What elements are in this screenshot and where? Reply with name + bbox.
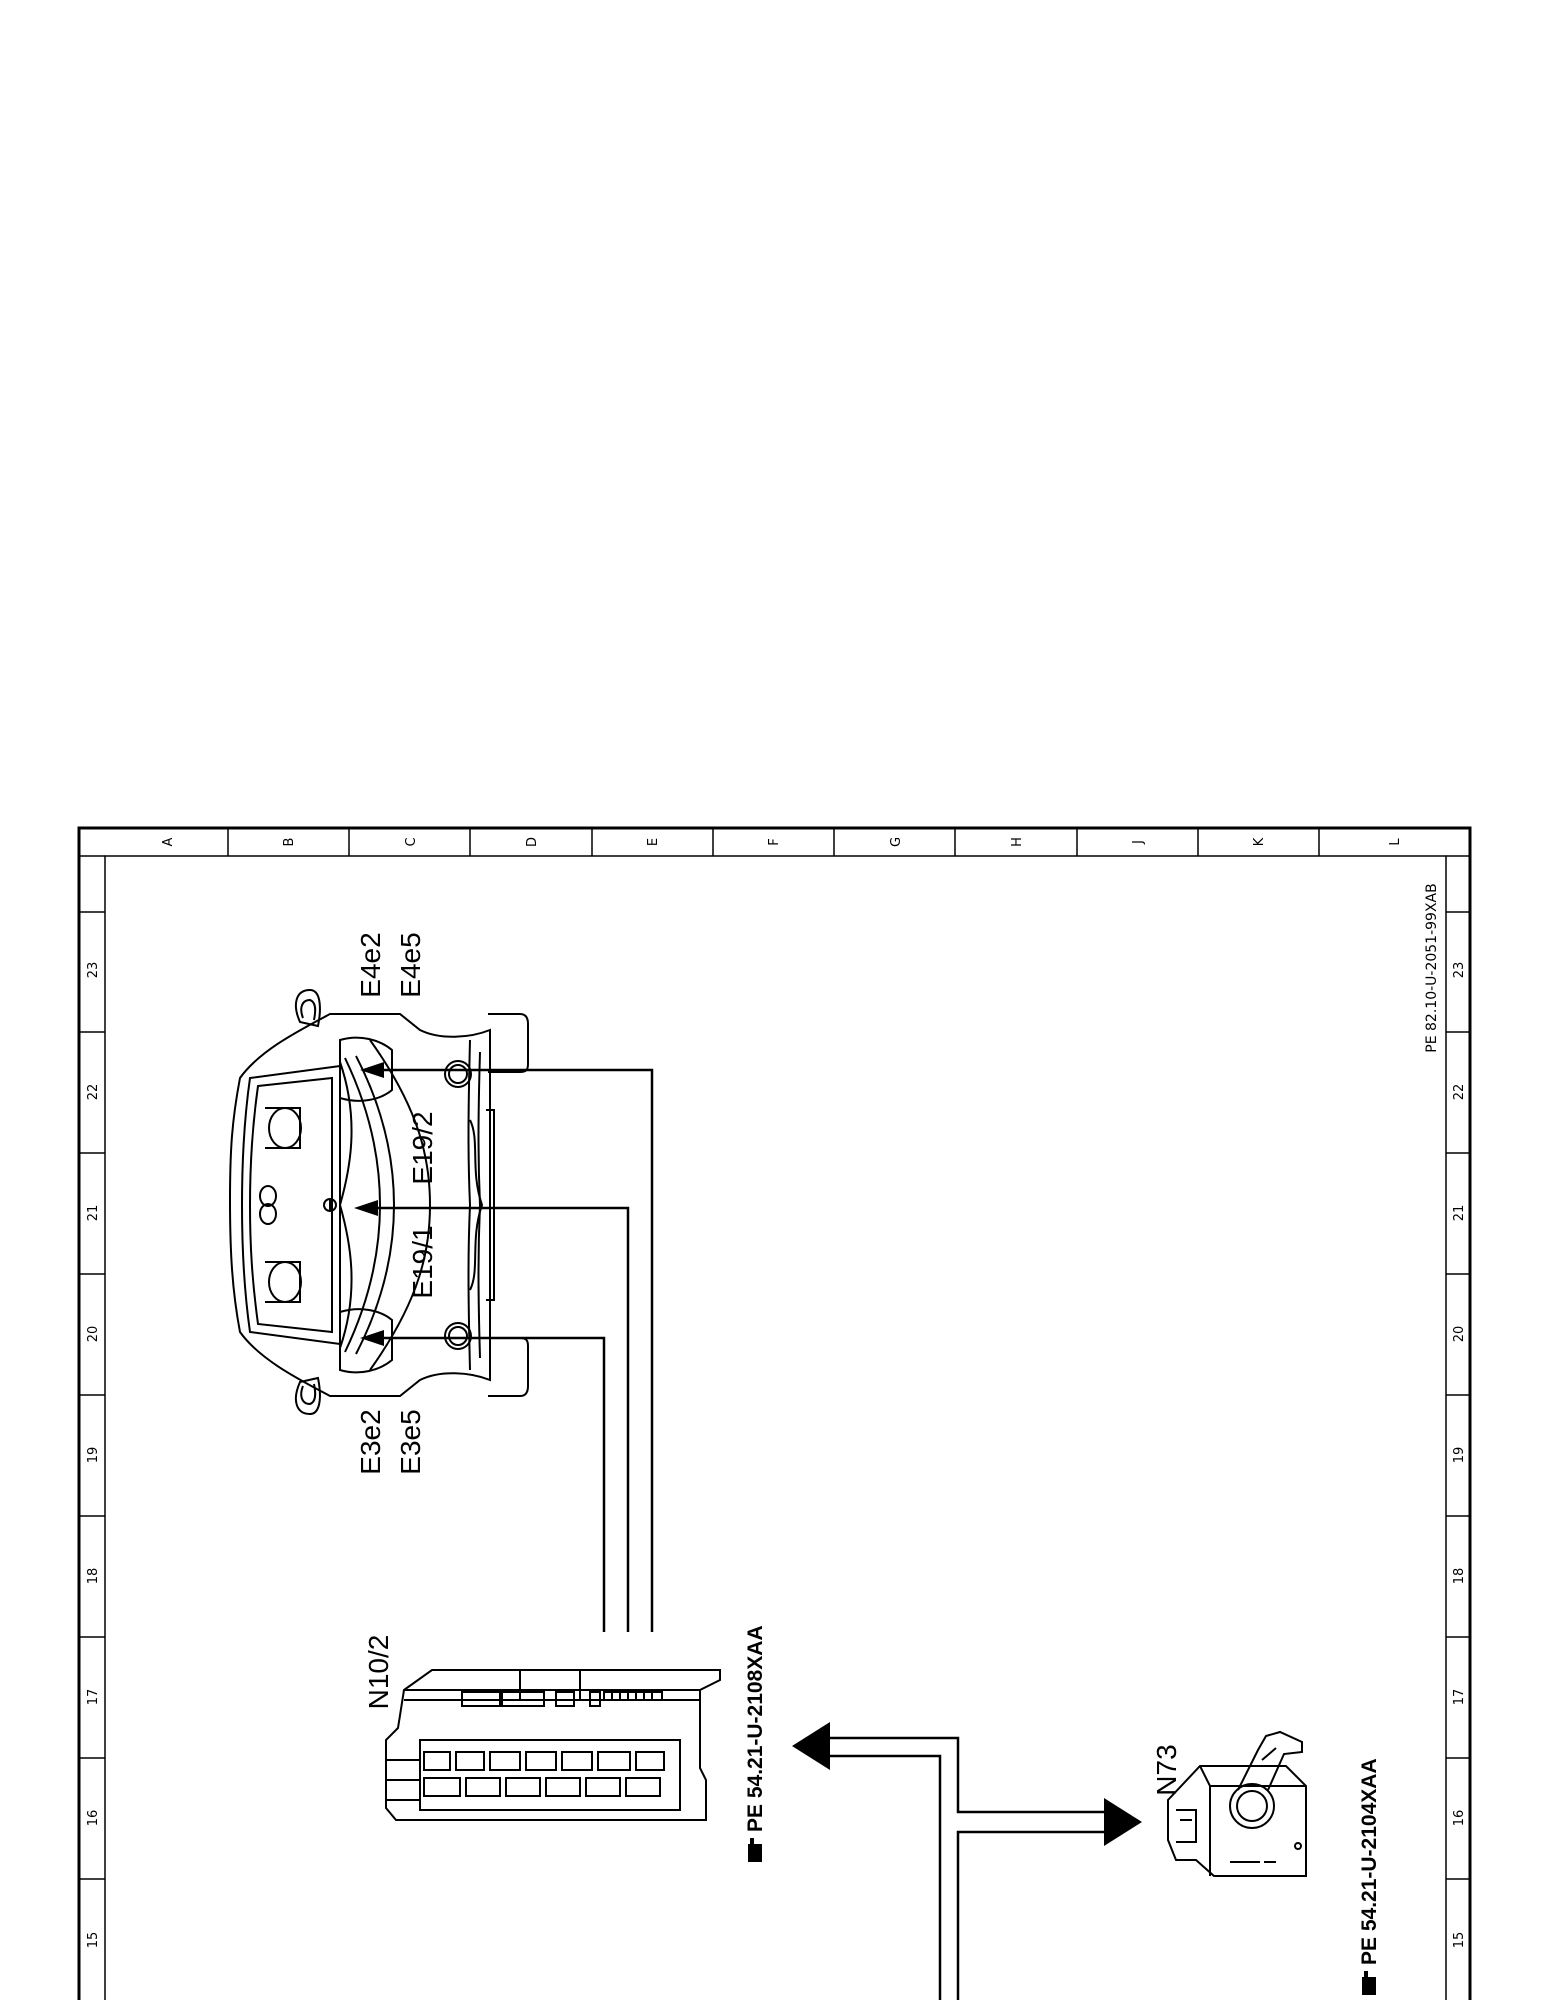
row-label: 15 <box>86 1932 101 1949</box>
reference-text: PE 54.21-U-2108XAA <box>744 1625 767 1832</box>
row-label: 15 <box>1452 1932 1467 1949</box>
label-E4e2: E4e2 <box>355 932 386 997</box>
arrow-left-icon <box>360 1330 384 1346</box>
col-label: C <box>404 837 419 846</box>
col-label: G <box>889 837 904 847</box>
diagram-frame <box>77 826 1472 2000</box>
reference-text: PE 54.21-U-2104XAA <box>1358 1758 1381 1965</box>
ignition-switch-illustration <box>1167 1730 1307 1877</box>
label-E3e5: E3e5 <box>395 1409 426 1474</box>
col-label: J <box>1131 840 1146 845</box>
row-label: 20 <box>1452 1326 1467 1343</box>
arrow-left-icon <box>792 1722 830 1770</box>
pointing-hand-icon <box>1362 1971 1376 1995</box>
component-labels: E4e2 E4e5 E3e2 E3e5 E19/2 E19/1 N10/2 N7… <box>355 932 1182 1795</box>
pointing-hand-icon <box>748 1838 762 1862</box>
row-label: 19 <box>1452 1447 1467 1464</box>
label-E3e2: E3e2 <box>355 1409 386 1474</box>
row-labels-left: 23 22 21 20 19 18 17 16 15 <box>86 962 101 1949</box>
row-label: 18 <box>86 1568 101 1585</box>
car-front-illustration <box>228 988 529 1416</box>
row-label: 22 <box>86 1084 101 1101</box>
row-label: 20 <box>86 1326 101 1343</box>
col-label: E <box>646 838 661 846</box>
row-label: 17 <box>86 1689 101 1706</box>
row-label: 18 <box>1452 1568 1467 1585</box>
arrowheads <box>354 1062 1142 1846</box>
row-label: 19 <box>86 1447 101 1464</box>
col-label: F <box>767 838 782 845</box>
label-E19-2: E19/2 <box>407 1111 438 1184</box>
row-label: 16 <box>1452 1810 1467 1827</box>
label-E19-1: E19/1 <box>407 1225 438 1298</box>
reference-switch: PE 54.21-U-2104XAA <box>1358 1758 1381 1995</box>
row-label: 22 <box>1452 1084 1467 1101</box>
document-code: PE 82.10-U-2051-99XAB <box>1424 883 1440 1052</box>
sam-module-illustration <box>385 1669 721 1821</box>
row-label: 23 <box>1452 962 1467 979</box>
row-labels-right: 23 22 21 20 19 18 17 16 15 <box>1452 962 1467 1949</box>
label-E4e5: E4e5 <box>395 932 426 997</box>
label-N10-2: N10/2 <box>363 1635 394 1710</box>
col-label: A <box>161 837 176 846</box>
row-dividers <box>79 911 1470 1880</box>
row-label: 21 <box>86 1205 101 1222</box>
reference-sam: PE 54.21-U-2108XAA <box>744 1625 767 1862</box>
col-label: L <box>1388 838 1403 846</box>
col-label: K <box>1252 837 1267 846</box>
row-label: 23 <box>86 962 101 979</box>
arrow-left-icon <box>354 1200 378 1216</box>
row-label: 16 <box>86 1810 101 1827</box>
arrow-left-icon <box>360 1062 384 1078</box>
wires <box>360 1068 1108 2000</box>
column-dividers <box>227 828 1320 856</box>
column-labels: A B C D E F G H J K L <box>161 837 1403 847</box>
arrow-right-icon <box>1104 1798 1142 1846</box>
col-label: D <box>525 837 540 847</box>
row-label: 21 <box>1452 1205 1467 1222</box>
col-label: H <box>1010 837 1025 847</box>
row-label: 17 <box>1452 1689 1467 1706</box>
label-N73: N73 <box>1151 1744 1182 1795</box>
col-label: B <box>282 838 297 847</box>
